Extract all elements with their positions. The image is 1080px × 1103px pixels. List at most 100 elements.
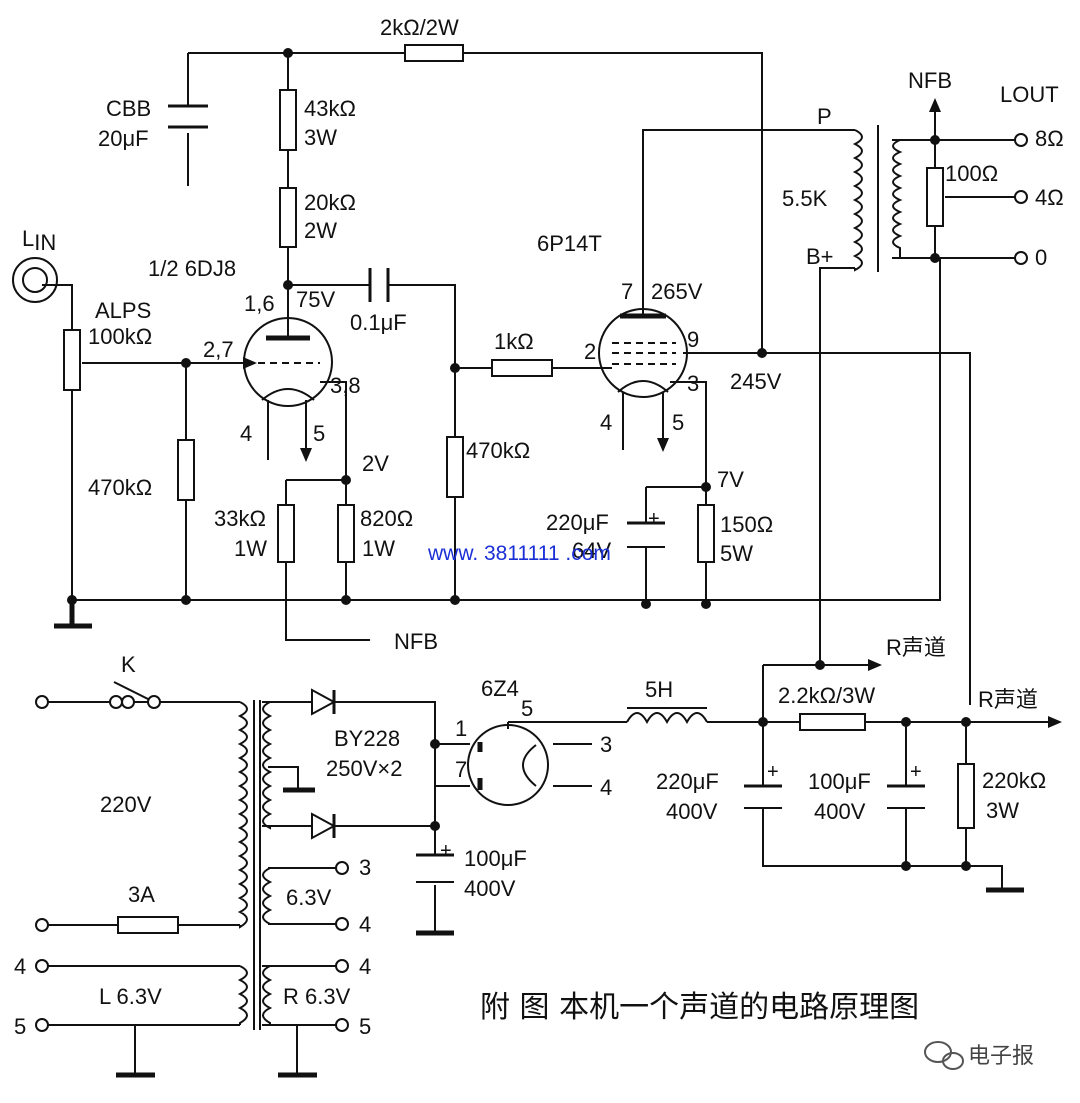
wires-power-supply: [42, 665, 1062, 1078]
terminals: [35, 133, 1028, 1032]
resistor-2k2: [799, 713, 866, 731]
label-alps-value: 100kΩ: [88, 324, 152, 349]
source-badge: 电子报: [924, 1041, 1034, 1070]
pot-alps-100k: [63, 329, 81, 391]
plate-to-xfmr-wire: [642, 129, 840, 316]
label-3a: 3A: [128, 882, 155, 907]
label-64v: 64V: [572, 538, 611, 563]
heater-l-terminal-4: [35, 959, 49, 973]
label-220k-power: 3W: [986, 798, 1019, 823]
label-cbb: CBB: [106, 96, 151, 121]
input-jack: [12, 257, 58, 303]
label-choke-5h: 5H: [645, 677, 673, 702]
label-33k-power: 1W: [234, 536, 267, 561]
label-150-power: 5W: [720, 541, 753, 566]
label-01uf: 0.1μF: [350, 310, 407, 335]
label-820: 820Ω: [360, 506, 413, 531]
label-820-power: 1W: [362, 536, 395, 561]
label-out-0: 0: [1035, 245, 1047, 270]
label-1k: 1kΩ: [494, 329, 534, 354]
junctions: [67, 48, 971, 871]
label-heater-3: 3: [359, 855, 371, 880]
cathode-6p14-wire: [670, 381, 707, 606]
label-pin-16: 1,6: [244, 291, 275, 316]
label-xfmr-p: P: [817, 104, 832, 129]
out-terminal-0: [1014, 251, 1028, 265]
choke-5h: [626, 707, 708, 725]
label-pin-9: 9: [687, 327, 699, 352]
bleeder-wire: [965, 722, 1003, 888]
source-badge-label: 电子报: [968, 1043, 1034, 1068]
plus-sign-220-64: +: [648, 508, 660, 530]
tube-6dj8: [243, 317, 333, 460]
label-470k-grid: 470kΩ: [466, 438, 530, 463]
output-transformer: [840, 125, 903, 272]
label-nfb-top: NFB: [908, 68, 952, 93]
label-220uf-64: 220μF: [546, 510, 609, 535]
label-100uf-reservoir: 100μF: [464, 846, 527, 871]
labels: 2kΩ/2W CBB 20μF 43kΩ 3W 20kΩ 2W LIN ALPS…: [14, 15, 1064, 1039]
resistor-150: [697, 504, 715, 563]
label-150: 150Ω: [720, 512, 773, 537]
label-heater-r-5: 5: [359, 1014, 371, 1039]
label-20k-power: 2W: [304, 218, 337, 243]
ground-bus-wire: [72, 258, 941, 601]
label-pin-4b: 4: [600, 410, 612, 435]
label-lout: LOUT: [1000, 82, 1059, 107]
label-2v: 2V: [362, 451, 389, 476]
label-out-8: 8Ω: [1035, 126, 1064, 151]
switch-k: [109, 681, 161, 709]
heater-terminal-4: [335, 917, 349, 931]
plus-sign-220-400: +: [767, 761, 779, 783]
wechat-icon: [924, 1041, 964, 1070]
tube-6p14t: [598, 308, 688, 450]
label-pin-5b: 5: [672, 410, 684, 435]
resistor-2k: [404, 44, 464, 62]
label-6p14t: 6P14T: [537, 231, 602, 256]
label-switch-k: K: [121, 652, 136, 677]
wires-amplifier: [42, 52, 1015, 705]
label-heater-r: R 6.3V: [283, 984, 351, 1009]
heater-63-wire: [268, 867, 342, 925]
capacitor-cbb: [168, 104, 208, 129]
label-470k-input: 470kΩ: [88, 475, 152, 500]
resistors: [63, 44, 975, 934]
mains-terminal-a: [35, 695, 49, 709]
label-33k: 33kΩ: [214, 506, 266, 531]
heater-terminal-3: [335, 861, 349, 875]
plus-sign-100-400: +: [910, 761, 922, 783]
label-7v: 7V: [717, 467, 744, 492]
figure-caption: 附 图 本机一个声道的电路原理图: [480, 990, 919, 1025]
resistor-220k: [957, 763, 975, 829]
out-terminal-8: [1014, 133, 1028, 147]
label-pin-2: 2: [584, 339, 596, 364]
plus-sign-100-reservoir: +: [440, 840, 452, 862]
secondary-wire: [892, 139, 1015, 259]
label-6z4: 6Z4: [481, 676, 519, 701]
label-heater-r-4: 4: [359, 954, 371, 979]
heater-arrow-wires: [553, 743, 592, 787]
diodes-by228: [311, 688, 337, 840]
label-pin-38: 3,8: [330, 373, 361, 398]
bypass-cap-wire: [645, 486, 706, 606]
label-265v: 265V: [651, 279, 703, 304]
label-220uf-400v: 400V: [666, 799, 718, 824]
label-100uf-400v: 400V: [814, 799, 866, 824]
label-pin-1z: 1: [455, 716, 467, 741]
input-wire: [42, 284, 73, 330]
label-pin-27: 2,7: [203, 337, 234, 362]
heater-l-terminal-5: [35, 1018, 49, 1032]
label-43k: 43kΩ: [304, 96, 356, 121]
cathode-wire: [320, 381, 347, 480]
label-pin-4z: 4: [600, 775, 612, 800]
label-pin-7z: 7: [455, 757, 467, 782]
label-heater-63: 6.3V: [286, 885, 332, 910]
center-tap-wire: [268, 766, 299, 788]
resistor-470k-input: [177, 439, 195, 501]
power-transformer: [237, 700, 273, 1030]
label-pin-3z: 3: [600, 732, 612, 757]
pot-100-output: [926, 167, 944, 227]
label-2k2: 2.2kΩ/3W: [778, 683, 875, 708]
nfb-wire: [285, 479, 370, 641]
bplus-wire: [819, 267, 855, 665]
